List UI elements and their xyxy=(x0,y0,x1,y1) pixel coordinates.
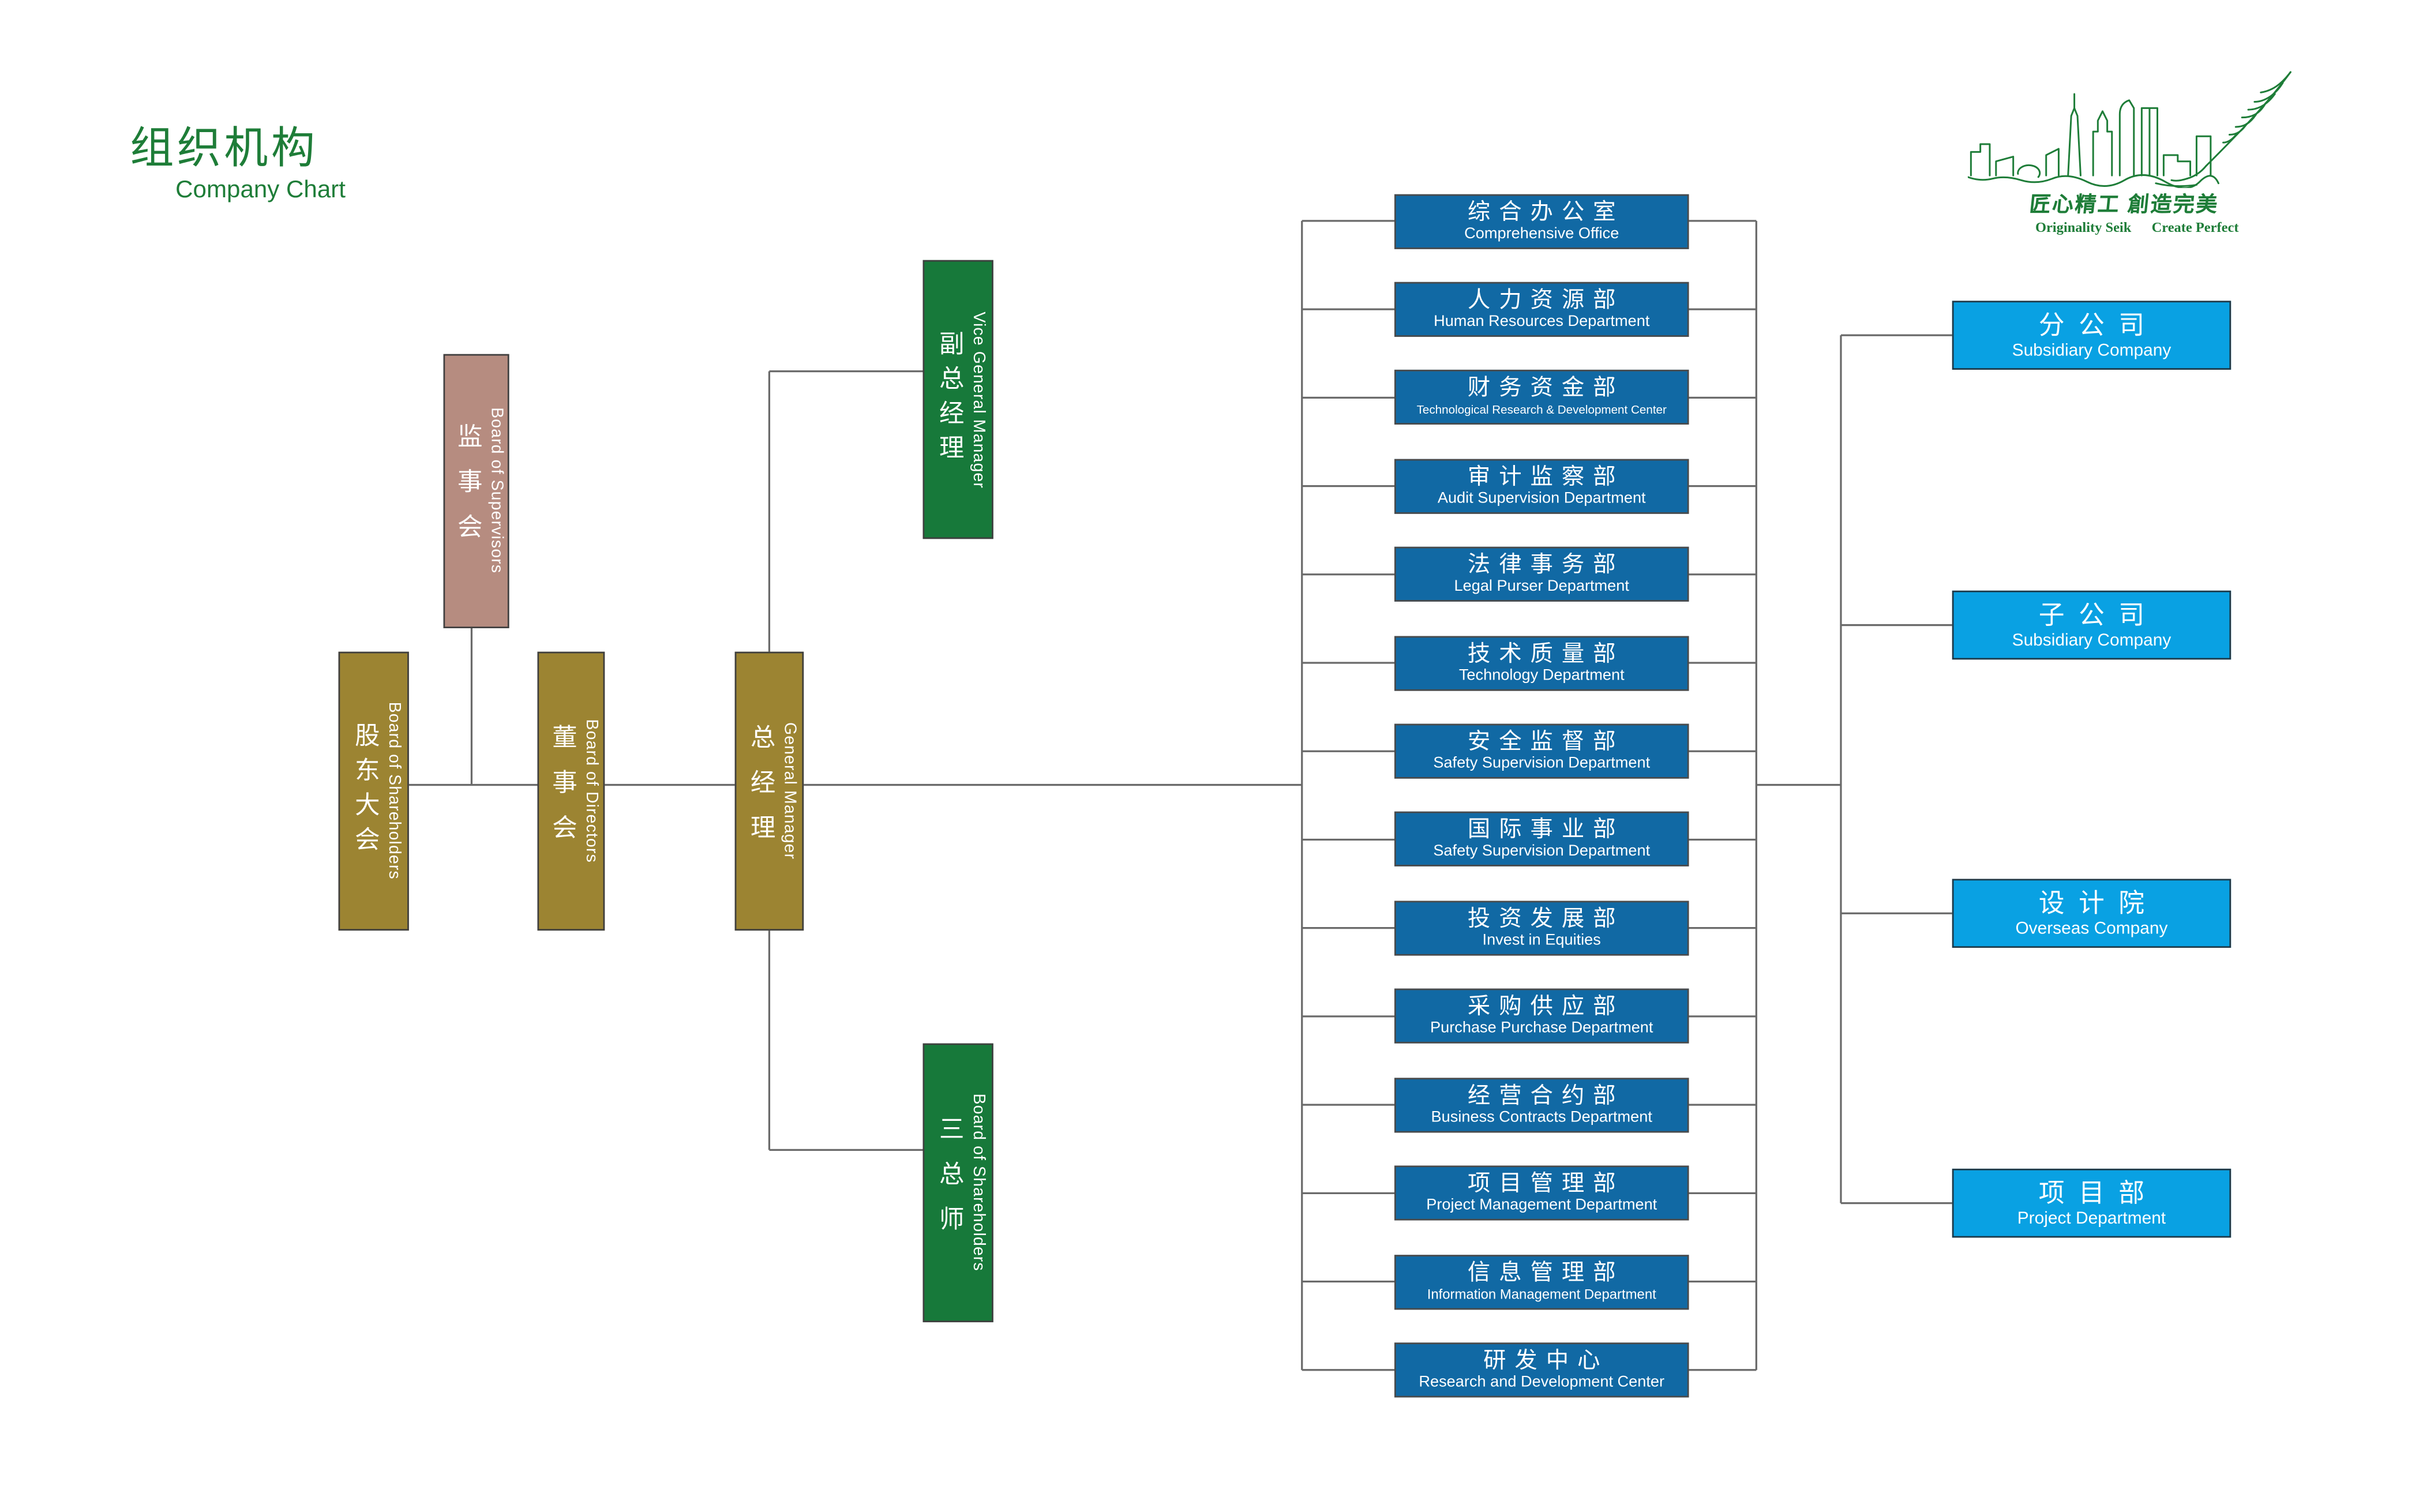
org-box-label-en: General Manager xyxy=(780,722,800,860)
org-box-label-zh: 监事会 xyxy=(452,423,480,559)
dept-label-zh: 审计监察部 xyxy=(1467,464,1625,490)
dept-label-en: Purchase Purchase Department xyxy=(1430,1020,1653,1038)
logo-slogan-en-right: Create Perfect xyxy=(2151,219,2239,235)
org-box-label-en: Board of Supervisors xyxy=(487,408,507,575)
dept-label-zh: 研发中心 xyxy=(1483,1349,1609,1374)
org-box-board-of-directors: 董事会 Board of Directors xyxy=(537,651,605,931)
dept-label-en: Business Contracts Department xyxy=(1431,1108,1652,1126)
org-box-label-zh: 三总师 xyxy=(934,1115,962,1251)
org-box-label-zh: 总经理 xyxy=(745,723,772,859)
dept-label-en: Technological Research & Development Cen… xyxy=(1416,403,1667,418)
org-box-label-en: Board of Shareholders xyxy=(384,702,404,880)
dept-label-zh: 综合办公室 xyxy=(1467,200,1625,225)
org-box-label-zh: 董事会 xyxy=(547,723,575,859)
dept-label-en: Safety Supervision Department xyxy=(1433,843,1651,861)
org-box-general-manager: 总经理 General Manager xyxy=(734,651,804,931)
dept-label-zh: 安全监督部 xyxy=(1467,730,1625,756)
dept-label-en: Information Management Department xyxy=(1427,1285,1656,1301)
dept-label-en: Human Resources Department xyxy=(1434,313,1650,331)
subsidiary-box-3: 设计院 Overseas Company xyxy=(1952,879,2232,948)
logo-slogan-zh: 匠心精工 創造完美 xyxy=(2028,193,2221,216)
dept-label-zh: 信息管理部 xyxy=(1467,1260,1625,1286)
org-box-label-zh: 股东大会 xyxy=(350,722,377,861)
dept-label-zh: 法律事务部 xyxy=(1467,553,1625,579)
logo-slogan-en-left: Originality Seik xyxy=(2035,219,2132,235)
subsidiary-label-en: Subsidiary Company xyxy=(2012,342,2172,361)
subsidiary-label-zh: 设计院 xyxy=(2038,890,2159,918)
subsidiary-label-en: Overseas Company xyxy=(2015,920,2168,939)
dept-label-en: Project Management Department xyxy=(1426,1197,1657,1214)
dept-label-en: Invest in Equities xyxy=(1482,932,1601,950)
dept-label-en: Comprehensive Office xyxy=(1464,224,1619,242)
dept-label-en: Legal Purser Department xyxy=(1454,578,1629,596)
dept-label-en: Technology Department xyxy=(1458,666,1625,684)
dept-label-zh: 技术质量部 xyxy=(1467,641,1625,667)
page-title-zh: 组织机构 xyxy=(130,123,318,172)
skyline-quill-icon xyxy=(1967,71,2292,189)
org-box-label-zh: 副总经理 xyxy=(934,330,962,469)
org-box-board-of-shareholders: 股东大会 Board of Shareholders xyxy=(338,651,409,931)
dept-label-zh: 人力资源部 xyxy=(1467,288,1625,313)
dept-label-zh: 项目管理部 xyxy=(1467,1172,1625,1198)
org-box-label-en: Board of Shareholders xyxy=(969,1094,988,1272)
dept-label-zh: 采购供应部 xyxy=(1467,995,1625,1020)
dept-label-en: Audit Supervision Department xyxy=(1437,490,1646,508)
subsidiary-label-zh: 分公司 xyxy=(2038,312,2159,340)
org-box-vice-general-manager: 副总经理 Vice General Manager xyxy=(922,260,993,539)
dept-label-en: Safety Supervision Department xyxy=(1433,755,1651,772)
subsidiary-label-zh: 子公司 xyxy=(2038,601,2159,630)
org-box-three-chief-engineers: 三总师 Board of Shareholders xyxy=(922,1043,993,1323)
org-box-label-en: Board of Directors xyxy=(582,719,601,864)
page-title-en: Company Chart xyxy=(175,177,346,204)
logo-slogan-en: Originality Seik Create Perfect xyxy=(1983,219,2290,235)
subsidiary-label-en: Project Department xyxy=(2017,1209,2166,1229)
company-logo: 匠心精工 創造完美 Originality Seik Create Perfec… xyxy=(1967,66,2325,235)
subsidiary-box-1: 分公司 Subsidiary Company xyxy=(1952,301,2232,370)
dept-label-zh: 国际事业部 xyxy=(1467,818,1625,844)
dept-label-en: Research and Development Center xyxy=(1419,1374,1665,1391)
subsidiary-label-en: Subsidiary Company xyxy=(2012,631,2172,651)
dept-label-zh: 投资发展部 xyxy=(1467,907,1625,932)
org-box-label-en: Vice General Manager xyxy=(969,311,988,488)
dept-label-zh: 经营合约部 xyxy=(1467,1083,1625,1109)
dept-label-zh: 财务资金部 xyxy=(1467,376,1625,402)
org-box-board-of-supervisors: 监事会 Board of Supervisors xyxy=(443,354,509,628)
subsidiary-label-zh: 项目部 xyxy=(2038,1179,2159,1208)
page-title: 组织机构 Company Chart xyxy=(130,123,346,204)
